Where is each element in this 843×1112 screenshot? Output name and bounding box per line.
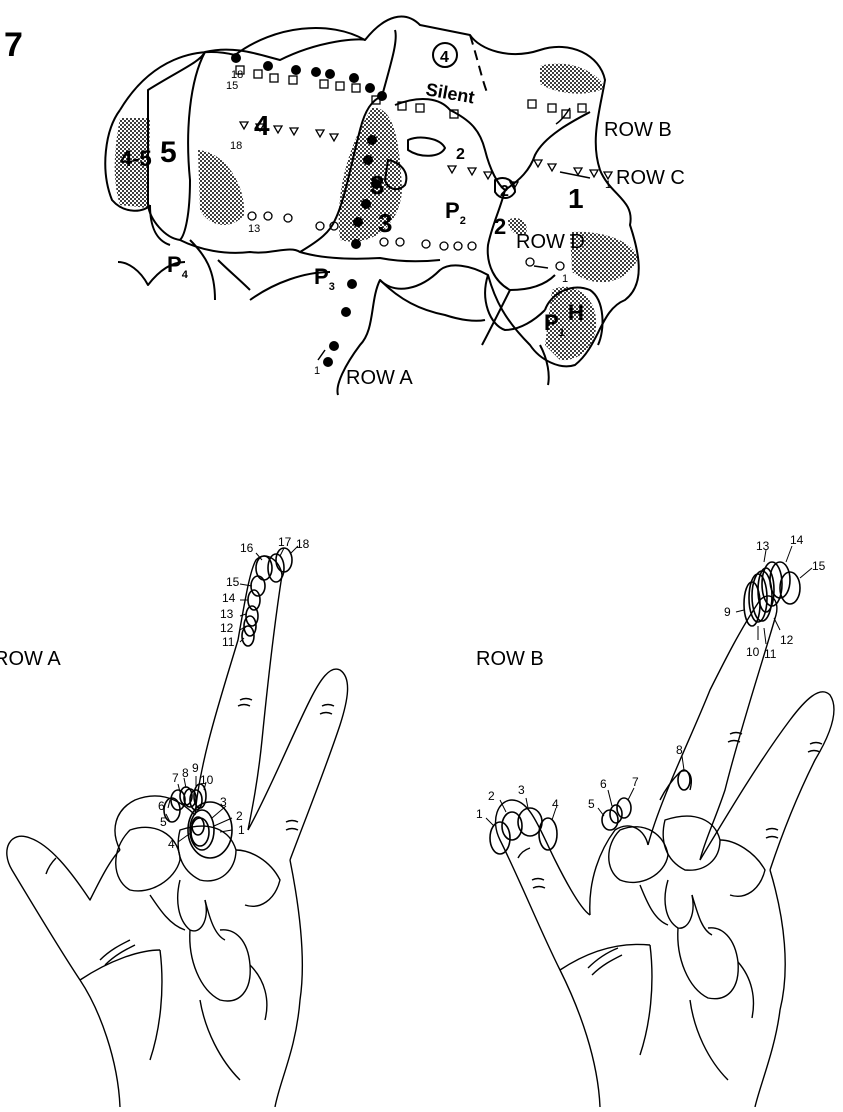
svg-text:15: 15: [812, 559, 826, 573]
silent-area-number: 4: [440, 49, 449, 66]
hand-b-title: ROW B: [476, 648, 544, 670]
area-label-2: 2: [494, 214, 506, 239]
area-label-5: 5: [160, 136, 177, 169]
svg-text:4: 4: [168, 837, 175, 851]
hand-drawing-row-a: ROW A: [0, 535, 348, 1107]
svg-text:10: 10: [200, 773, 214, 787]
svg-text:9: 9: [724, 605, 731, 619]
svg-text:6: 6: [600, 777, 607, 791]
palm-pad-p3: P3: [314, 264, 335, 293]
row-d-label: ROW D: [516, 231, 585, 253]
stippled-zones: [115, 64, 638, 360]
hand-a-title: ROW A: [0, 648, 61, 670]
svg-text:7: 7: [172, 771, 179, 785]
svg-text:12: 12: [780, 633, 794, 647]
hand-b-rf-labels: 1 2 3 4 5 6 7 8 9 10 11 12 13 14 15: [476, 533, 826, 821]
row-b-sites: 15: [226, 66, 586, 124]
area-label-2-top: 2: [456, 146, 465, 163]
row-b-end-number: 15: [226, 80, 238, 92]
area-label-4-5: 4-5: [120, 146, 152, 171]
svg-text:11: 11: [764, 647, 777, 661]
hand-drawing-row-b: ROW B: [476, 533, 834, 1107]
row-c-end-number: 18: [230, 140, 242, 152]
svg-text:13: 13: [220, 607, 234, 621]
svg-text:14: 14: [222, 591, 236, 605]
svg-text:10: 10: [746, 645, 760, 659]
row-d-end-number: 13: [248, 223, 260, 235]
row-c-start-number: 1: [605, 179, 611, 191]
svg-text:3: 3: [518, 783, 525, 797]
area-label-2-mid: 2: [500, 183, 509, 200]
silent-area-label: Silent: [424, 79, 476, 107]
row-a-label: ROW A: [346, 367, 413, 389]
row-b-label: ROW B: [604, 119, 672, 141]
row-a-start-number: 1: [314, 365, 320, 377]
svg-text:1: 1: [476, 807, 483, 821]
figure-number: 7: [4, 26, 23, 64]
svg-text:16: 16: [240, 541, 254, 555]
svg-text:8: 8: [182, 766, 189, 780]
row-c-label: ROW C: [616, 167, 685, 189]
svg-text:11: 11: [222, 635, 235, 649]
svg-text:13: 13: [756, 539, 770, 553]
svg-text:8: 8: [676, 743, 683, 757]
palm-pad-p4: P4: [167, 252, 189, 281]
row-d-start-number: 1: [562, 273, 568, 285]
svg-text:18: 18: [296, 537, 310, 551]
area-label-3: 3: [378, 208, 392, 238]
palm-pad-p2: P2: [445, 198, 466, 227]
svg-text:5: 5: [160, 815, 167, 829]
svg-text:2: 2: [236, 809, 243, 823]
svg-text:9: 9: [192, 761, 199, 775]
svg-text:4: 4: [552, 797, 559, 811]
hand-b-receptive-fields: [490, 562, 800, 854]
svg-text:5: 5: [588, 797, 595, 811]
svg-text:14: 14: [790, 533, 804, 547]
svg-text:7: 7: [632, 775, 639, 789]
area-label-1: 1: [568, 183, 584, 214]
svg-text:17: 17: [278, 535, 292, 549]
area-label-h: H: [568, 300, 584, 325]
svg-text:6: 6: [158, 799, 165, 813]
svg-text:2: 2: [488, 789, 495, 803]
svg-text:1: 1: [238, 823, 245, 837]
cortical-map: 4-5 5 4 3 3 2 2 2 1 4 Silent H P1 P2 P3 …: [105, 17, 685, 395]
svg-text:3: 3: [220, 795, 227, 809]
svg-text:15: 15: [226, 575, 240, 589]
svg-text:12: 12: [220, 621, 234, 635]
